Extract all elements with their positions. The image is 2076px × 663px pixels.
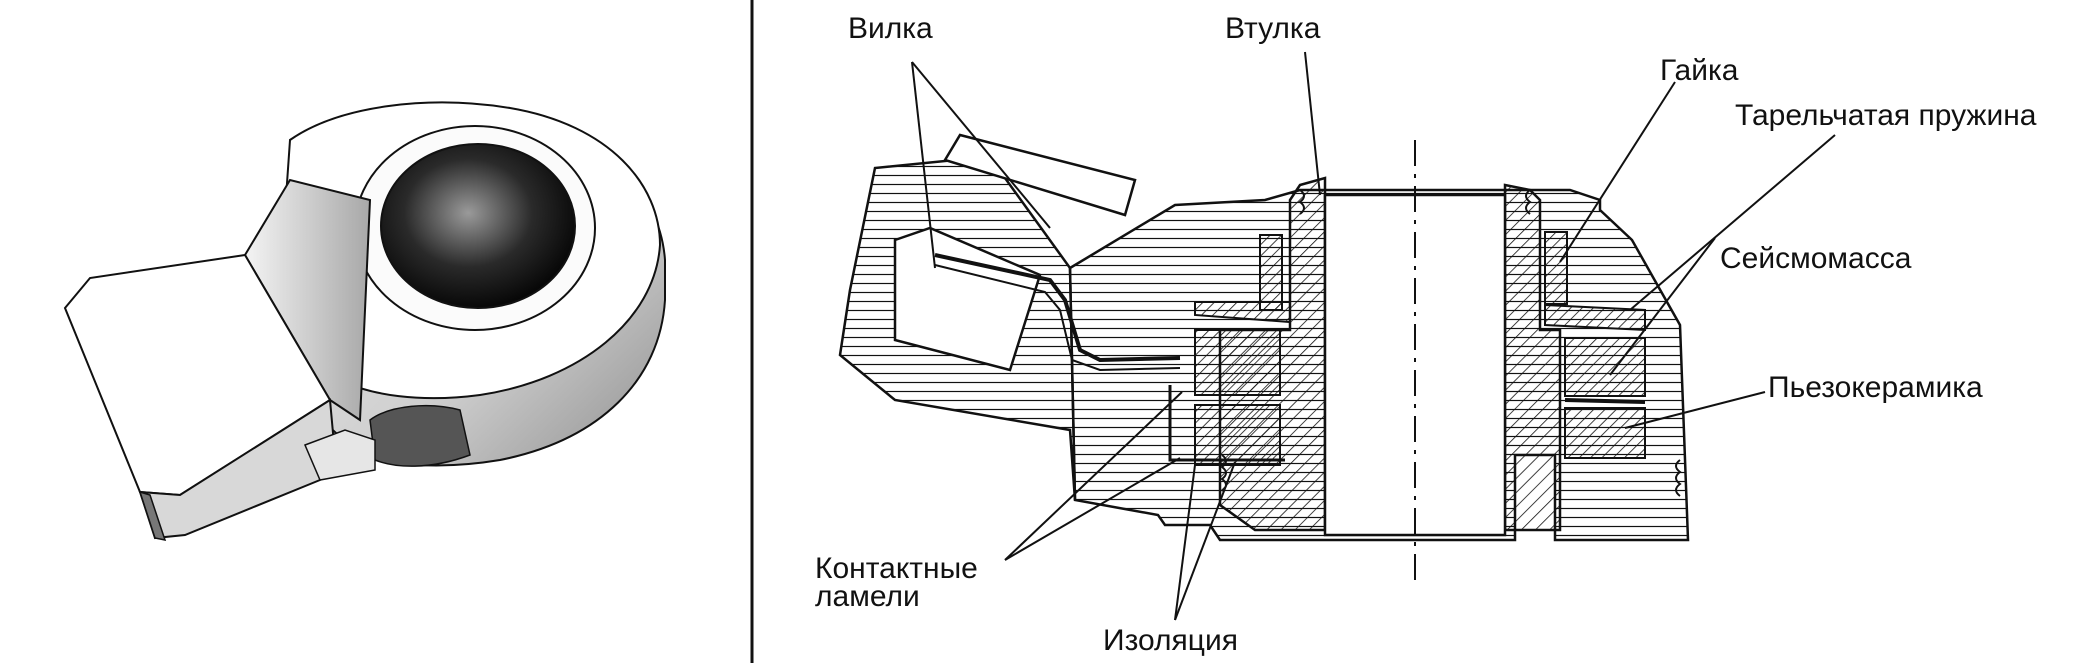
label-tarelchataya-pruzhina: Тарельчатая пружина [1735, 99, 2037, 132]
sensor-3d-view [63, 101, 666, 541]
label-kontaktnye-line2: ламели [815, 580, 920, 613]
label-kontaktnye-line1: Контактные [815, 552, 978, 585]
sensor-cross-section [838, 133, 1690, 585]
leader-lines [911, 51, 1836, 621]
part-labels: Вилка Втулка Гайка Тарельчатая пружина С… [815, 12, 2037, 657]
label-seismomassa: Сейсмомасса [1720, 242, 1912, 275]
label-gaika: Гайка [1660, 54, 1739, 87]
label-piezokeramika: Пьезокерамика [1768, 371, 1983, 404]
label-vilka: Вилка [848, 12, 933, 45]
label-vtulka: Втулка [1225, 12, 1321, 45]
label-izolyaciya: Изоляция [1103, 624, 1238, 657]
